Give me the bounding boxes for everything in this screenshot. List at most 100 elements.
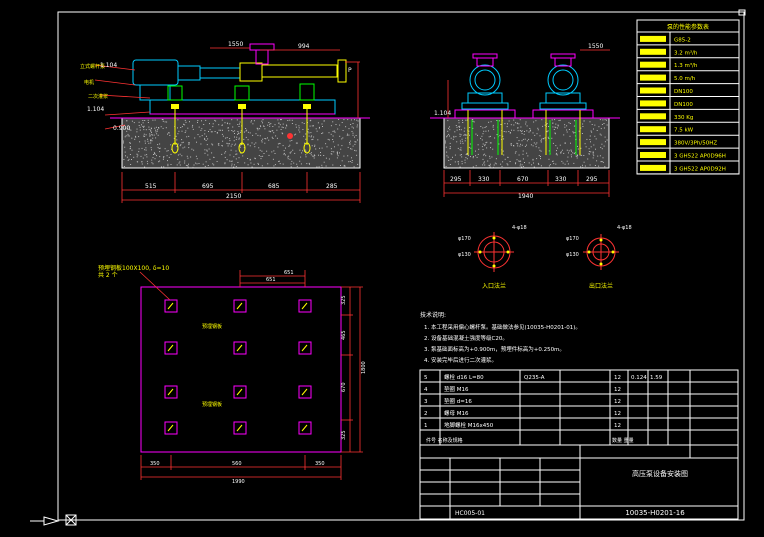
dim-label: 1550 — [588, 43, 603, 50]
bom-cell: 3 — [424, 399, 428, 405]
elevation-mark: 1.104 — [100, 62, 117, 69]
flange-dim: φ130 — [458, 252, 471, 258]
dim-label: 2150 — [226, 193, 241, 200]
plan-hole-spec: 预埋钢板100X100, δ=10 — [98, 264, 169, 272]
outlet-flange-label: 出口法兰 — [589, 282, 613, 290]
elevation-mark: 1.104 — [87, 106, 104, 113]
dim-label: 1990 — [232, 479, 245, 485]
dim-label: 651 — [284, 270, 294, 276]
spec-value: 3 GH522 AP0D92H — [674, 166, 726, 172]
bom-cell: 12 — [614, 375, 621, 381]
bom-cell: 螺栓 d16 L=80 — [444, 373, 484, 381]
dim-label: 695 — [202, 183, 214, 190]
spec-label-block — [640, 61, 666, 68]
flange-dim: φ130 — [566, 252, 579, 258]
dim-label: 330 — [555, 176, 567, 183]
note-line: 1. 本工程采用偏心螺杆泵。基础做法参见(10035-H0201-01)。 — [424, 323, 581, 331]
spec-value: 330 Kg — [674, 115, 693, 121]
spec-value: 380V/3Ph/50HZ — [674, 141, 717, 147]
flange-dim: 4-φ18 — [617, 225, 632, 231]
spec-value: DN100 — [674, 102, 693, 108]
flange-dim: φ170 — [566, 236, 579, 242]
ucs-icon — [30, 514, 77, 526]
spec-table-title: 泵的性能参数表 — [667, 23, 709, 31]
note-line: 2. 设备基础混凝土强度等级C20。 — [424, 334, 508, 342]
svg-text:预埋钢板: 预埋钢板 — [202, 323, 222, 330]
embedded-plate — [164, 421, 178, 435]
bom-header-right: 数量 重量 — [612, 437, 634, 444]
dim-label: 330 — [478, 176, 490, 183]
bom-cell: 0.124 — [631, 375, 647, 381]
spec-label-block — [640, 152, 666, 158]
spec-label-block — [640, 35, 666, 42]
bom-cell: 地脚螺栓 M16x450 — [444, 421, 494, 429]
dim-label: 670 — [517, 176, 529, 183]
notes-header: 技术说明: — [420, 311, 446, 319]
embedded-plate — [298, 299, 312, 313]
embedded-plate — [298, 421, 312, 435]
flange-details: φ170 φ130 4-φ18 φ170 φ130 4-φ18 入口法兰 出口法… — [458, 225, 632, 290]
spec-label-block — [640, 126, 666, 133]
spec-label-block — [640, 74, 666, 81]
embedded-plate — [233, 299, 247, 313]
drawing-title: 高压泵设备安装图 — [632, 469, 688, 478]
dim-label: 515 — [145, 183, 157, 190]
bom-cell: 螺母 M16 — [444, 409, 469, 417]
technical-notes: 技术说明: 1. 本工程采用偏心螺杆泵。基础做法参见(10035-H0201-0… — [420, 311, 581, 364]
embedded-plate — [298, 341, 312, 355]
flange-dim: φ170 — [458, 236, 471, 242]
bom-cell: 垫圈 d=16 — [444, 397, 472, 405]
plan-count: 共 2 个 — [98, 271, 118, 279]
spec-value: 3 GH522 AP0D96H — [674, 154, 726, 160]
dim-label: 350 — [150, 461, 160, 467]
note-line: 4. 安装完毕后进行二次灌浆。 — [424, 356, 497, 364]
bom-cell: Q235-A — [524, 375, 545, 381]
bom-cell: 2 — [424, 411, 428, 417]
spec-table: 泵的性能参数表 G85-23.2 m³/h1.3 m³/h5.0 m/hDN10… — [636, 19, 740, 175]
dim-label: 560 — [232, 461, 242, 467]
dim-label: 1800 — [361, 361, 367, 374]
bom-header: 件号 名称及规格 — [426, 437, 463, 444]
bom-cell: 12 — [614, 411, 621, 417]
dim-label: 465 — [341, 330, 347, 340]
foundation-plan-view: 预埋钢板100X100, δ=10 共 2 个 预埋钢板 预埋钢板 651 65… — [98, 264, 367, 485]
embedded-plate — [233, 421, 247, 435]
flange-dim: 4-φ18 — [512, 225, 527, 231]
dim-label: 350 — [315, 461, 325, 467]
spec-label-block — [640, 164, 666, 171]
foundation-block — [443, 117, 610, 169]
embedded-plate — [233, 385, 247, 399]
corner-mark — [738, 9, 746, 16]
motor-body — [132, 59, 179, 86]
bom-cell: 5 — [424, 375, 428, 381]
plan-outline — [140, 286, 342, 453]
bom-cell: 1.59 — [650, 375, 663, 381]
dim-label: 1940 — [518, 193, 533, 200]
pump-body — [239, 62, 263, 82]
title-block: 高压泵设备安装图 10035-H0201-16 HC005-01 — [419, 444, 739, 520]
bom-cell: 垫圈 M16 — [444, 385, 469, 393]
bom-cell: 12 — [614, 399, 621, 405]
svg-text:P: P — [348, 67, 352, 74]
inlet-flange-label: 入口法兰 — [482, 282, 506, 290]
end-elevation-view: 1550 1.104 295 330 670 330 295 1940 — [430, 43, 620, 200]
dim-label: 651 — [266, 277, 276, 283]
spec-label-block — [640, 48, 666, 55]
dim-label: 1550 — [228, 41, 243, 48]
dim-label: 295 — [450, 176, 462, 183]
drawing-border — [57, 11, 745, 521]
svg-text:预埋钢板: 预埋钢板 — [202, 401, 222, 408]
spec-value: G85-2 — [674, 37, 691, 43]
spec-label-block — [640, 139, 666, 146]
drawing-number: 10035-H0201-16 — [625, 509, 685, 517]
dim-label: 285 — [326, 183, 338, 190]
spec-value: 1.3 m³/h — [674, 62, 698, 69]
elevation-mark: 0.900 — [113, 125, 130, 132]
dim-label: 325 — [341, 430, 347, 440]
svg-text:电机: 电机 — [84, 79, 94, 86]
dim-label: 994 — [298, 43, 310, 50]
embedded-plate — [164, 385, 178, 399]
embedded-plate — [164, 341, 178, 355]
